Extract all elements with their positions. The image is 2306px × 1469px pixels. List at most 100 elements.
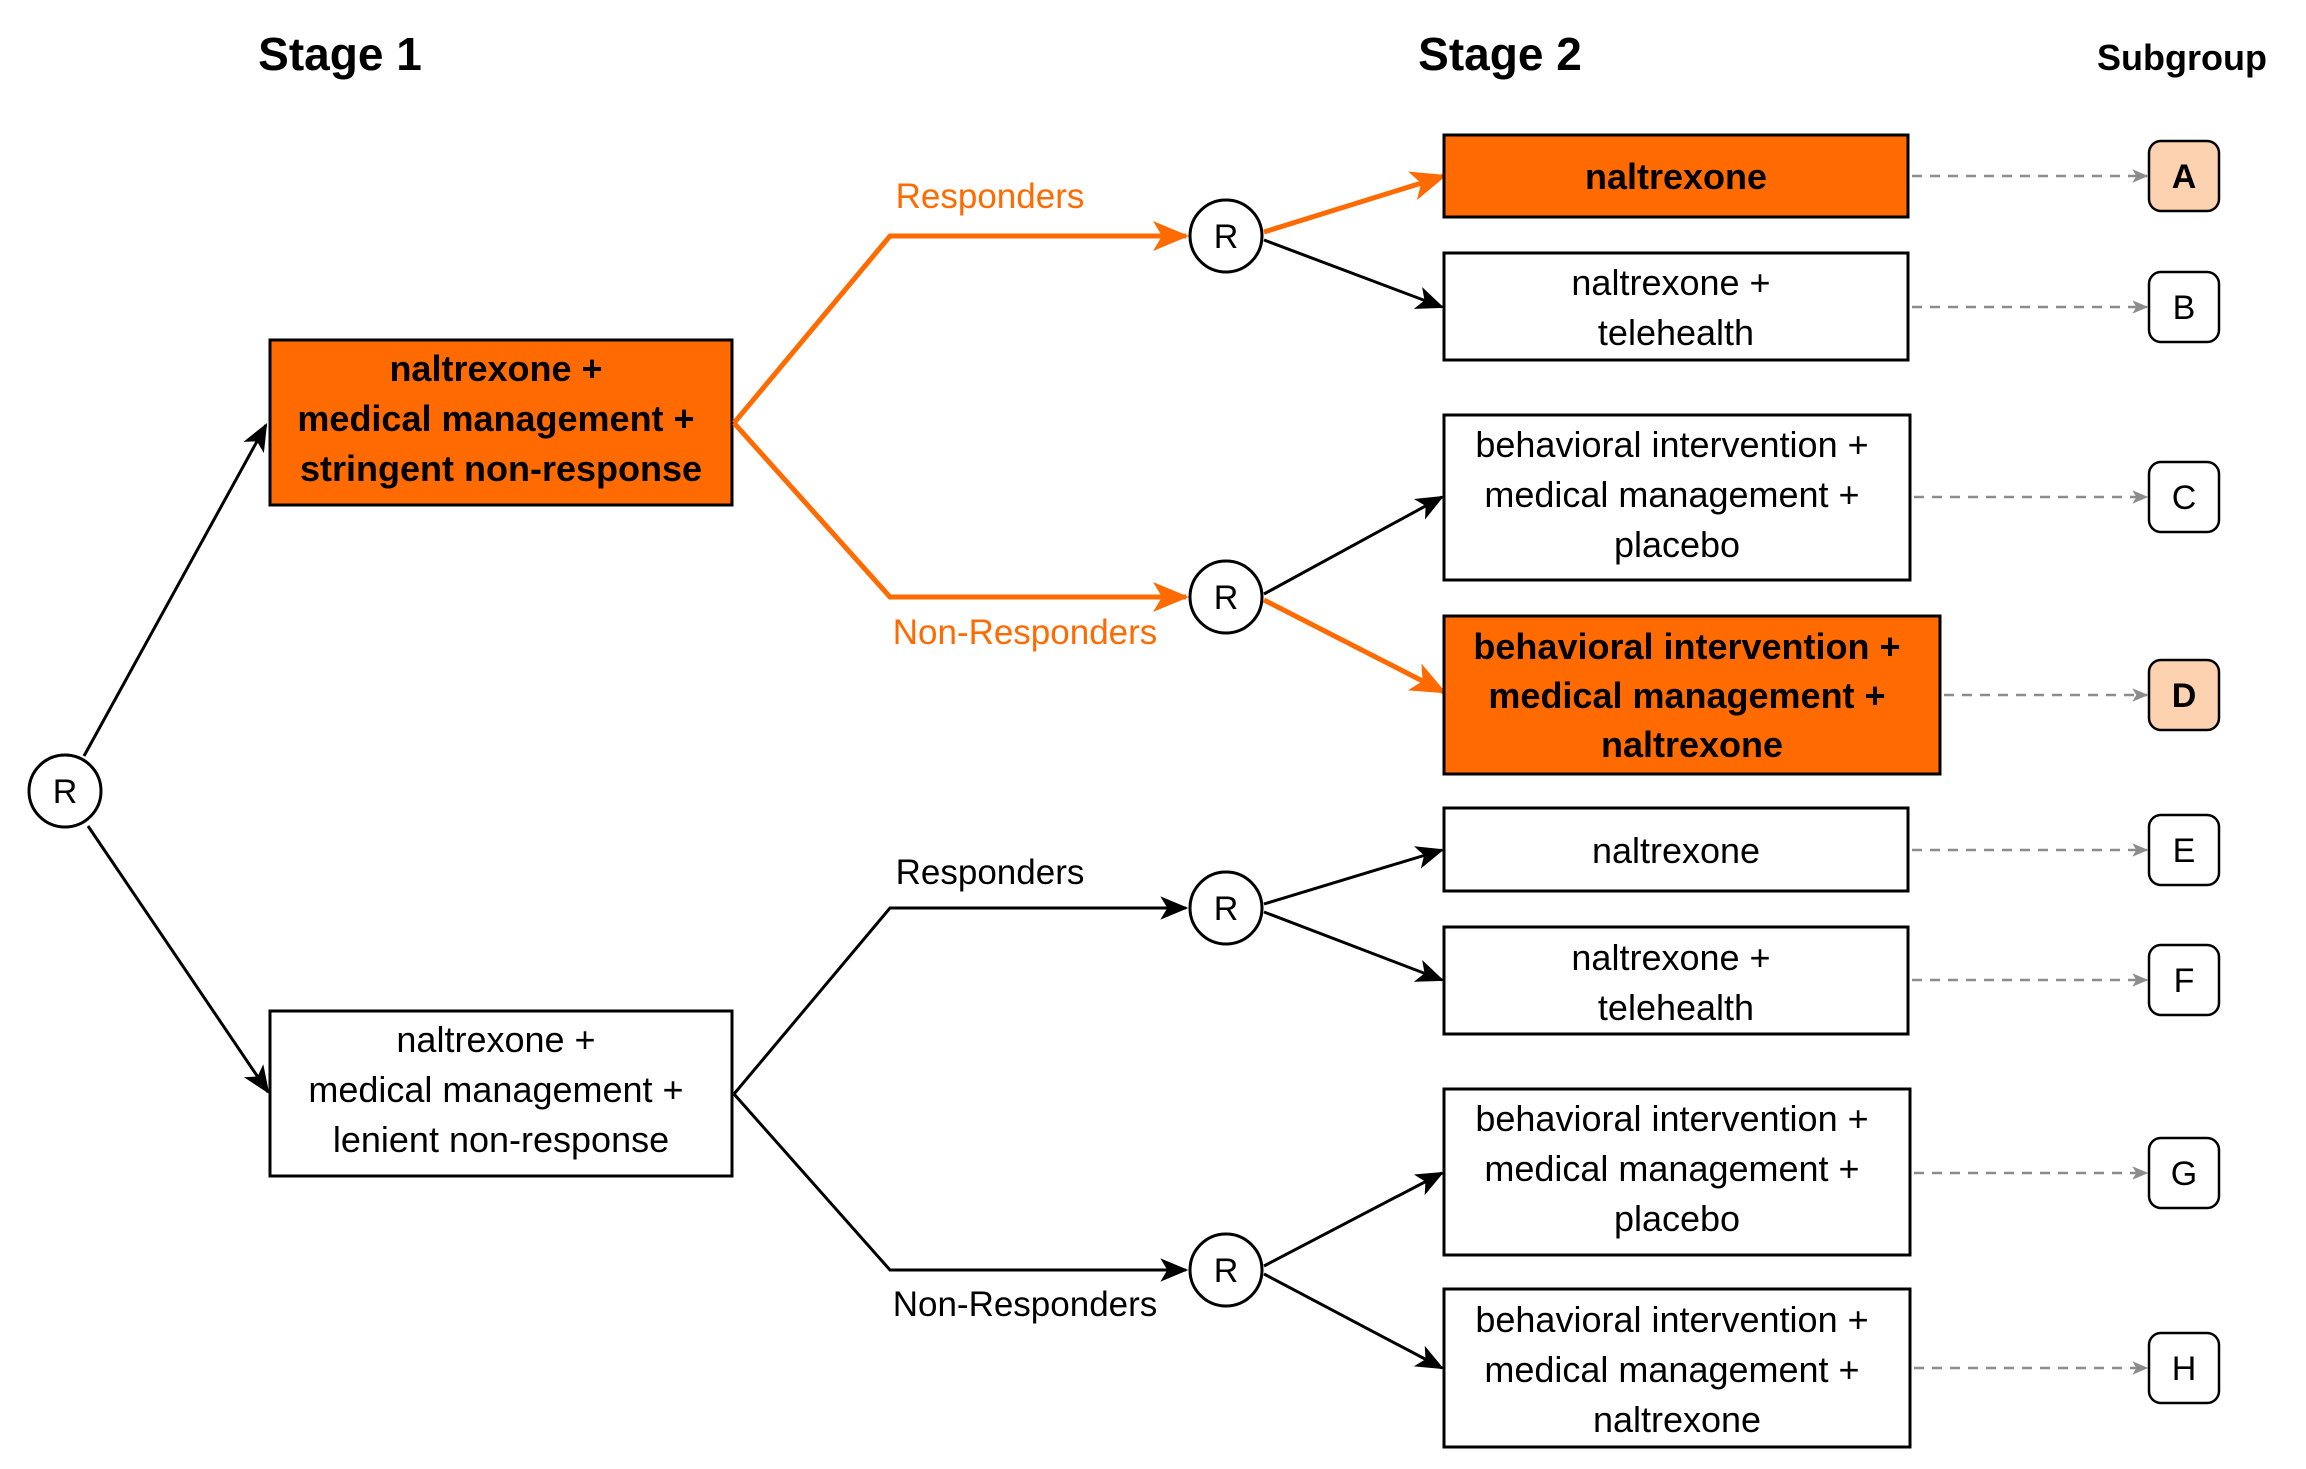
- subgroup-c-label: C: [2172, 479, 2197, 517]
- edge-r2-c: [1263, 495, 1445, 596]
- stage2-boxes: naltrexone naltrexone + telehealth behav…: [1442, 133, 1942, 1449]
- stage2-g-line-1: behavioral intervention +: [1475, 1098, 1868, 1139]
- stage2-box-e-rect: [1442, 806, 1910, 893]
- edge-r4-g: [1263, 1171, 1445, 1268]
- stage2-header: Stage 2: [1418, 28, 1582, 80]
- stage2-box-f-text: naltrexone + telehealth: [1571, 937, 1780, 1028]
- stage2-box-a-rect: [1442, 133, 1910, 219]
- lenient-responders-label: Responders: [896, 853, 1085, 892]
- subgroup-h-label: H: [2172, 1350, 2197, 1388]
- subgroup-b-label: B: [2173, 289, 2196, 327]
- subgroup-e: E: [2147, 813, 2221, 887]
- stage1-box-stringent-rect: [268, 338, 734, 507]
- stage2-box-c-rect: [1442, 413, 1912, 582]
- stage2-randomizations: R R R R: [1188, 171, 1447, 1370]
- stage2-box-a-text: naltrexone: [1585, 156, 1767, 197]
- stage2-box-e-text: naltrexone: [1592, 830, 1760, 871]
- subgroup-g-label: G: [2171, 1155, 2197, 1193]
- subgroup-badges: A B C D E F G H: [2147, 139, 2221, 1405]
- stage2-b-line-1: naltrexone +: [1571, 262, 1770, 303]
- stage2-c-line-1: behavioral intervention +: [1475, 424, 1868, 465]
- edge-lenient-nonresponders: [732, 1093, 1189, 1282]
- branches-stringent: Responders Non-Responders: [732, 177, 1189, 652]
- stage2-box-f: naltrexone + telehealth: [1442, 925, 1910, 1036]
- subgroup-h-box: [2147, 1331, 2221, 1405]
- randomization-node-r1: [1188, 198, 1264, 274]
- stage1-stringent-line-2: medical management +: [297, 398, 694, 439]
- stage2-d-line-3: naltrexone: [1601, 724, 1783, 765]
- stage1-box-stringent-text: naltrexone + medical management + string…: [297, 348, 704, 489]
- initial-randomization: R: [27, 422, 270, 1094]
- stage2-h-line-1: behavioral intervention +: [1475, 1299, 1868, 1340]
- stage2-e-line-1: naltrexone: [1592, 830, 1760, 871]
- subgroup-connectors: [1912, 169, 2149, 1375]
- edge-r2-d: [1262, 597, 1447, 695]
- randomization-label: R: [53, 773, 78, 811]
- subgroup-d-box: [2147, 658, 2221, 732]
- stage2-g-line-2: medical management +: [1484, 1148, 1859, 1189]
- stage2-box-b: naltrexone + telehealth: [1442, 251, 1910, 362]
- stage1-header: Stage 1: [258, 28, 422, 80]
- subgroup-b-box: [2147, 270, 2221, 344]
- stage2-box-a: naltrexone: [1442, 133, 1910, 219]
- stage2-box-b-rect: [1442, 251, 1910, 362]
- stringent-nonresponders-label: Non-Responders: [893, 613, 1158, 652]
- stage2-box-d-rect: [1442, 614, 1942, 776]
- subgroup-e-label: E: [2173, 832, 2196, 870]
- randomization-node-r4: [1188, 1232, 1264, 1308]
- stage2-box-h-text: behavioral intervention + medical manage…: [1475, 1299, 1878, 1440]
- randomization-node-r3: [1188, 870, 1264, 946]
- stage1-box-lenient-text: naltrexone + medical management + lenien…: [308, 1019, 693, 1160]
- stage1-lenient-line-1: naltrexone +: [396, 1019, 595, 1060]
- randomization-label-r3: R: [1214, 890, 1239, 928]
- edge-r3-f: [1263, 910, 1445, 982]
- stage2-f-line-2: telehealth: [1598, 987, 1754, 1028]
- stage2-a-line-1: naltrexone: [1585, 156, 1767, 197]
- stage2-box-g-text: behavioral intervention + medical manage…: [1475, 1098, 1878, 1239]
- stage2-box-g: behavioral intervention + medical manage…: [1442, 1087, 1912, 1257]
- stage2-f-line-1: naltrexone +: [1571, 937, 1770, 978]
- subgroup-d: D: [2147, 658, 2221, 732]
- stage2-box-b-text: naltrexone + telehealth: [1571, 262, 1780, 353]
- stage2-box-c-text: behavioral intervention + medical manage…: [1475, 424, 1878, 565]
- stage2-box-c: behavioral intervention + medical manage…: [1442, 413, 1912, 582]
- stage2-c-line-2: medical management +: [1484, 474, 1859, 515]
- subgroup-f: F: [2147, 943, 2221, 1017]
- subgroup-a: A: [2147, 139, 2221, 213]
- randomization-label-r2: R: [1214, 579, 1239, 617]
- edge-stringent-nonresponders: [732, 421, 1189, 612]
- stage2-g-line-3: placebo: [1614, 1198, 1740, 1239]
- subgroup-g: G: [2147, 1136, 2221, 1210]
- stringent-responders-label: Responders: [896, 177, 1085, 216]
- stage2-c-line-3: placebo: [1614, 524, 1740, 565]
- randomization-label-r4: R: [1214, 1252, 1239, 1290]
- subgroup-c-box: [2147, 460, 2221, 534]
- stage1-box-lenient: naltrexone + medical management + lenien…: [268, 1009, 734, 1178]
- edge-lenient-responders: [732, 896, 1189, 1095]
- stage1-box-lenient-rect: [268, 1009, 734, 1178]
- stage2-h-line-3: naltrexone: [1593, 1399, 1761, 1440]
- stage1-lenient-line-3: lenient non-response: [333, 1119, 669, 1160]
- subgroup-b: B: [2147, 270, 2221, 344]
- stage2-box-h-rect: [1442, 1287, 1912, 1449]
- stage2-box-h: behavioral intervention + medical manage…: [1442, 1287, 1912, 1449]
- stage2-box-d-text: behavioral intervention + medical manage…: [1473, 626, 1910, 765]
- subgroup-a-label: A: [2172, 158, 2197, 196]
- subgroup-h: H: [2147, 1331, 2221, 1405]
- edge-r1-a: [1263, 171, 1447, 235]
- subgroup-a-box: [2147, 139, 2221, 213]
- stage1-stringent-line-1: naltrexone +: [389, 348, 602, 389]
- lenient-nonresponders-label: Non-Responders: [893, 1285, 1158, 1324]
- stage2-box-d: behavioral intervention + medical manage…: [1442, 614, 1942, 776]
- randomization-node-r2: [1188, 559, 1264, 635]
- stage2-d-line-2: medical management +: [1488, 675, 1885, 716]
- subgroup-f-label: F: [2174, 962, 2195, 1000]
- edge-r0-stringent: [82, 422, 268, 757]
- edge-stringent-responders: [732, 221, 1189, 425]
- subgroup-c: C: [2147, 460, 2221, 534]
- edge-r3-e: [1263, 846, 1445, 906]
- stage2-b-line-2: telehealth: [1598, 312, 1754, 353]
- stage1-box-stringent: naltrexone + medical management + string…: [268, 338, 734, 507]
- edge-r4-h: [1263, 1272, 1445, 1370]
